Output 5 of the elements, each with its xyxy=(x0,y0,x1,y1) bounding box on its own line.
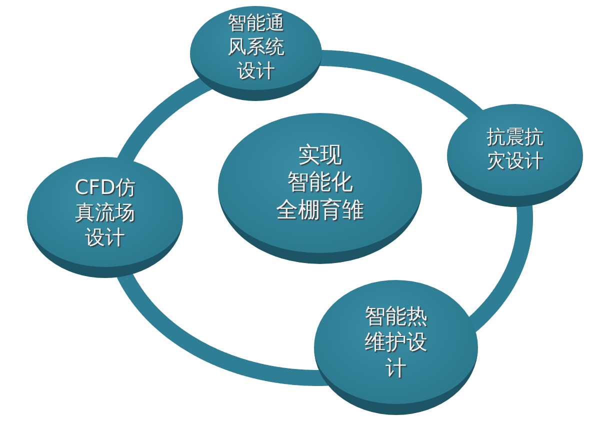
node-label: 抗震抗灾设计 xyxy=(486,126,544,174)
node-label: CFD仿真流场设计 xyxy=(74,174,136,250)
node-label: 实现智能化全棚育雏 xyxy=(276,142,364,224)
node-label: 智能热维护设计 xyxy=(364,302,428,382)
node-label: 智能通风系统设计 xyxy=(228,12,284,84)
